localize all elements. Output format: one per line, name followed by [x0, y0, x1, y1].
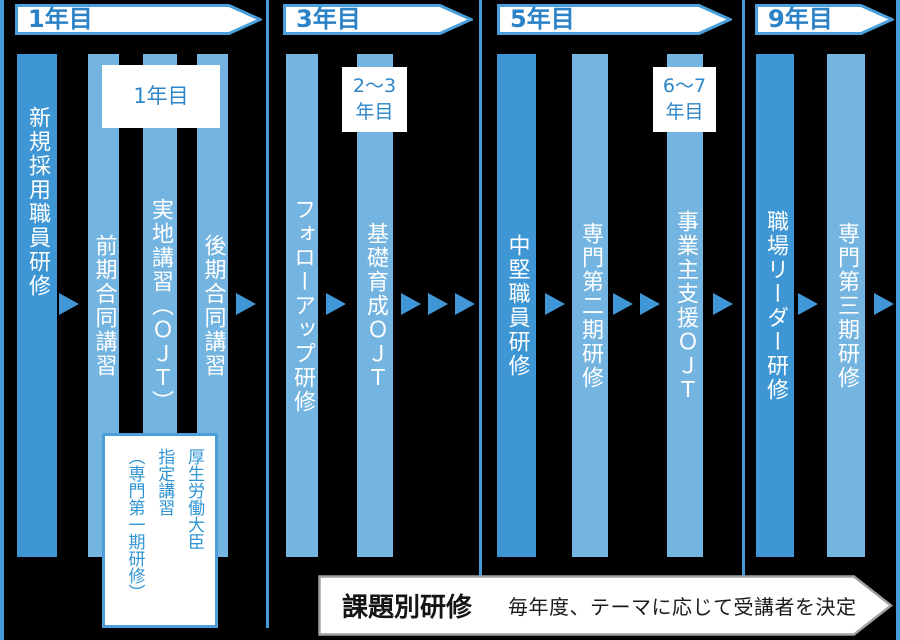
- flow-arrow-icon: [59, 293, 79, 315]
- period-note-year6-7: 6〜7 年目: [653, 67, 716, 132]
- training-bar: 基礎育成ＯＪＴ: [357, 54, 393, 557]
- section-divider-line: [479, 0, 482, 628]
- period-note-text: 年目: [665, 100, 704, 123]
- year-banner-label: 5年目: [510, 5, 575, 33]
- topic-training-banner: 課題別研修 毎年度、テーマに応じて受講者を決定: [318, 575, 893, 636]
- training-bar-label: 専門第三期研修: [834, 221, 859, 390]
- section-divider-line: [266, 0, 269, 628]
- training-bar-label: 事業主支援ＯＪＴ: [673, 209, 698, 402]
- banner-arrow-shape: [283, 4, 473, 35]
- flow-arrow-icon: [713, 293, 733, 315]
- training-bar-label: 専門第二期研修: [578, 221, 603, 390]
- section-divider-line: [0, 0, 4, 640]
- flow-arrow-icon: [545, 293, 565, 315]
- training-bar-label: 新規採用職員研修: [25, 106, 50, 298]
- period-note-year2-3: 2〜3 年目: [342, 67, 407, 132]
- banner-arrow-shape: [318, 575, 893, 636]
- year-banner-label: 9年目: [768, 5, 833, 33]
- training-bar: 中堅職員研修: [497, 54, 536, 557]
- flow-arrow-icon: [428, 293, 448, 315]
- flow-arrow-icon: [236, 293, 256, 315]
- period-note-text: 年目: [355, 100, 394, 123]
- year-banner-9: 9年目: [755, 4, 894, 35]
- training-bar: 事業主支援ＯＪＴ: [667, 54, 703, 557]
- year-banner-label: 1年目: [28, 5, 93, 33]
- banner-arrow-shape: [755, 4, 894, 35]
- training-bar-label: 前期合同講習: [91, 233, 117, 378]
- flow-arrow-icon: [455, 293, 475, 315]
- year-banner-3: 3年目: [283, 4, 473, 35]
- topic-training-title: 課題別研修: [342, 593, 473, 623]
- training-bar: 専門第三期研修: [827, 54, 865, 557]
- flow-arrow-icon: [326, 293, 346, 315]
- flow-arrow-icon: [613, 293, 633, 315]
- certification-note-line: （専門第一期研修）: [124, 448, 145, 601]
- section-divider-line: [742, 0, 745, 628]
- period-note-year1: 1年目: [102, 65, 220, 128]
- training-bar: 新規採用職員研修: [17, 54, 57, 557]
- flow-arrow-icon: [874, 293, 894, 315]
- topic-training-description: 毎年度、テーマに応じて受講者を決定: [508, 595, 857, 619]
- certification-note-line: 指定講習: [154, 448, 175, 516]
- period-note-text: 2〜3: [352, 75, 397, 98]
- training-bar: 職場リーダー研修: [756, 54, 794, 557]
- certification-note: 厚生労働大臣 指定講習 （専門第一期研修）: [102, 433, 218, 628]
- training-bar-label: フォローアップ研修: [290, 197, 315, 414]
- flow-arrow-icon: [798, 293, 818, 315]
- topic-training-content: 課題別研修 毎年度、テーマに応じて受講者を決定: [318, 575, 856, 636]
- training-bar-label: 後期合同講習: [200, 233, 226, 378]
- training-bar: フォローアップ研修: [286, 54, 318, 557]
- training-bar-label: 実地講習（ＯＪＴ）: [148, 197, 173, 414]
- flow-arrow-icon: [401, 293, 421, 315]
- flow-arrow-icon: [640, 293, 660, 315]
- year-banner-1: 1年目: [15, 4, 262, 35]
- training-bar: 専門第二期研修: [572, 54, 608, 557]
- training-bar-label: 基礎育成ＯＪＴ: [363, 221, 388, 390]
- period-note-text: 6〜7: [662, 75, 707, 98]
- training-bar-label: 中堅職員研修: [504, 233, 530, 378]
- section-divider-line: [896, 0, 900, 640]
- certification-note-line: 厚生労働大臣: [184, 448, 204, 550]
- period-note-text: 1年目: [133, 83, 189, 108]
- banner-arrow-shape: [15, 4, 262, 35]
- year-banner-5: 5年目: [497, 4, 732, 35]
- training-bar-label: 職場リーダー研修: [763, 209, 788, 402]
- year-banner-label: 3年目: [296, 5, 361, 33]
- banner-arrow-shape: [497, 4, 732, 35]
